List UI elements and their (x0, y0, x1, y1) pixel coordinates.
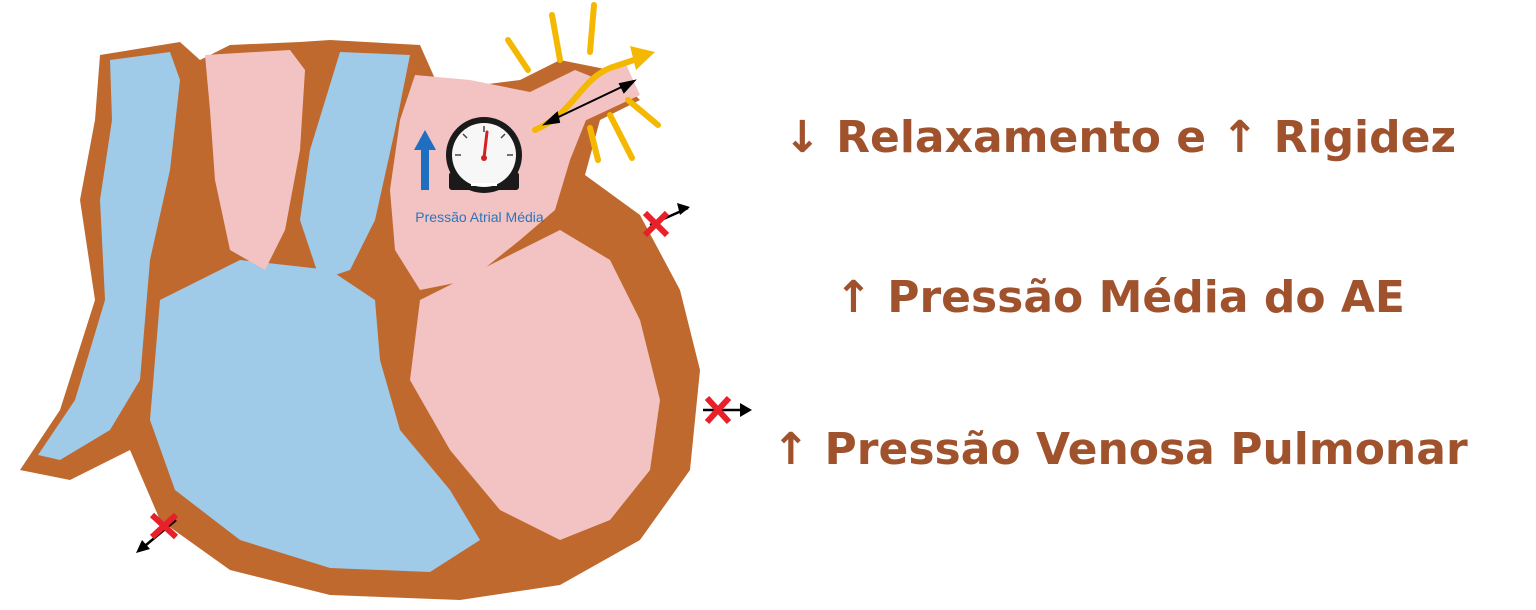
right-ventricle (150, 260, 480, 572)
gauge-caption: Pressão Atrial Média (415, 209, 544, 225)
statement-la-pressure: ↑ Pressão Média do AE (835, 272, 1405, 323)
x-mark-icon (642, 203, 690, 238)
x-mark-icon (703, 395, 752, 425)
statement-relaxation-stiffness: ↓ Relaxamento e ↑ Rigidez (783, 112, 1457, 163)
heart-diagram (20, 2, 752, 600)
up-arrow-icon (414, 130, 436, 190)
statement-pulmonary-pressure: ↑ Pressão Venosa Pulmonar (772, 424, 1468, 475)
pulmonary-vein (548, 62, 640, 130)
pressure-gauge-icon (446, 117, 522, 193)
left-ventricle (410, 230, 660, 540)
flow-arrow-head (630, 46, 655, 70)
x-mark-icon (136, 512, 179, 553)
pulmonary-trunk (300, 52, 410, 280)
congestion-rays (505, 2, 661, 163)
aorta (205, 50, 305, 270)
vena-cava (38, 52, 180, 460)
bidirectional-arrow (541, 79, 637, 126)
